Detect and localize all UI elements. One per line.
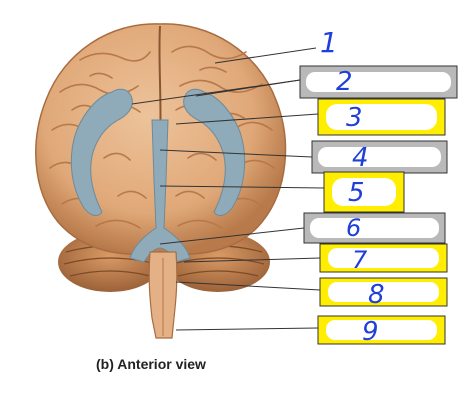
label-2[interactable]: 2	[299, 65, 458, 99]
label-5-number: 5	[348, 178, 365, 208]
leader-lines	[131, 47, 325, 331]
label-4[interactable]: 4	[311, 140, 448, 174]
label-9-number: 9	[362, 317, 379, 347]
ventricles	[70, 88, 246, 263]
brainstem	[148, 251, 178, 339]
label-3-number: 3	[346, 103, 363, 133]
label-8-number: 8	[368, 280, 385, 310]
label-2-number: 2	[336, 67, 353, 97]
label-8[interactable]: 8	[319, 277, 448, 310]
label-9[interactable]: 9	[317, 315, 446, 347]
label-3[interactable]: 3	[317, 98, 446, 136]
label-boxes: 1 2 3 4 5 6	[299, 26, 458, 347]
label-4-number: 4	[352, 143, 369, 173]
label-1-number: 1	[320, 26, 338, 59]
label-6-number: 6	[346, 214, 361, 242]
label-5[interactable]: 5	[323, 171, 405, 213]
label-7[interactable]: 7	[319, 243, 448, 274]
label-7-number: 7	[352, 246, 368, 274]
figure-caption: (b) Anterior view	[96, 356, 206, 372]
label-1[interactable]: 1	[320, 26, 338, 59]
label-6[interactable]: 6	[303, 212, 446, 244]
